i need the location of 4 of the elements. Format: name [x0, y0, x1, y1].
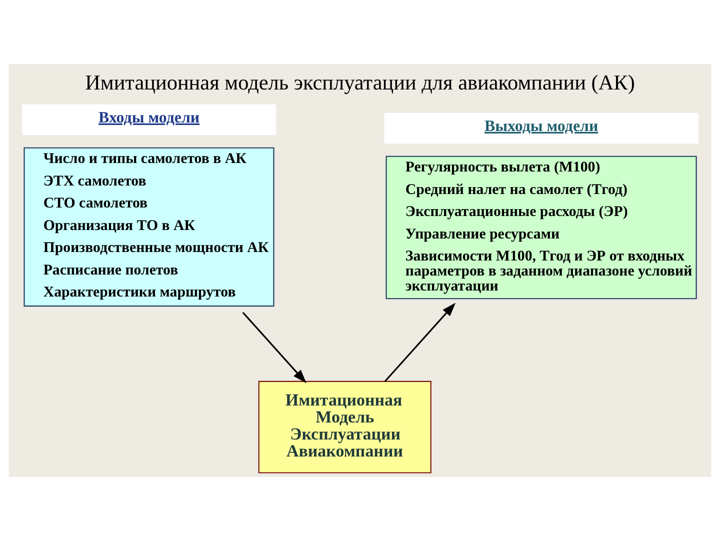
arrow	[242, 311, 306, 383]
node-box: Имитационная Модель Эксплуатации Авиакомпании	[258, 380, 432, 473]
diagram-title: Имитационная модель эксплуатации для авиакомпании (АК)	[85, 70, 635, 94]
arrow	[384, 302, 456, 382]
